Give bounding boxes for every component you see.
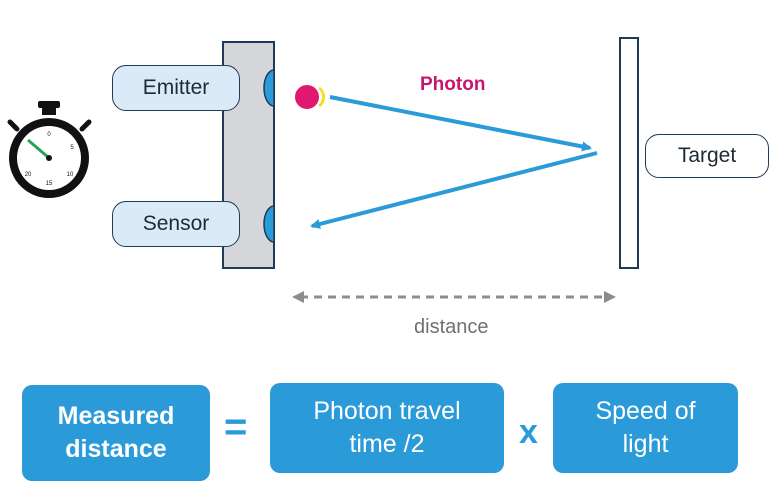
- speed-of-light-text: Speed of light: [595, 397, 696, 458]
- photon-label: Photon: [420, 74, 486, 95]
- distance-arrow: [292, 291, 616, 303]
- distance-label: distance: [414, 316, 489, 338]
- sensor-lens: [263, 205, 275, 243]
- photon-travel-time-box: Photon travel time /2: [270, 383, 504, 473]
- returning-beam-arrow: [310, 151, 598, 229]
- emitter-label: Emitter: [112, 65, 240, 111]
- photon-dot: [295, 85, 319, 109]
- stopwatch-tick: 20: [25, 172, 32, 178]
- target-wall: [619, 37, 639, 269]
- multiply-sign: x: [519, 413, 538, 451]
- stopwatch-tick: 5: [70, 145, 74, 151]
- speed-of-light-box: Speed of light: [553, 383, 738, 473]
- measured-distance-box: Measured distance: [22, 385, 210, 481]
- photon-travel-time-text: Photon travel time /2: [313, 397, 461, 458]
- equals-sign: =: [224, 405, 248, 449]
- target-label: Target: [645, 134, 769, 178]
- stopwatch-tick: 10: [67, 172, 74, 178]
- sensor-label: Sensor: [112, 201, 240, 247]
- measured-distance-text: Measured distance: [57, 402, 175, 463]
- stopwatch-icon: 0 5 10 15 20: [7, 101, 92, 198]
- outgoing-beam-arrow: [329, 95, 592, 152]
- photon-trail: [318, 86, 325, 108]
- stopwatch-tick: 15: [46, 181, 53, 187]
- emitter-lens: [263, 69, 275, 107]
- stopwatch-tick: 0: [47, 132, 51, 138]
